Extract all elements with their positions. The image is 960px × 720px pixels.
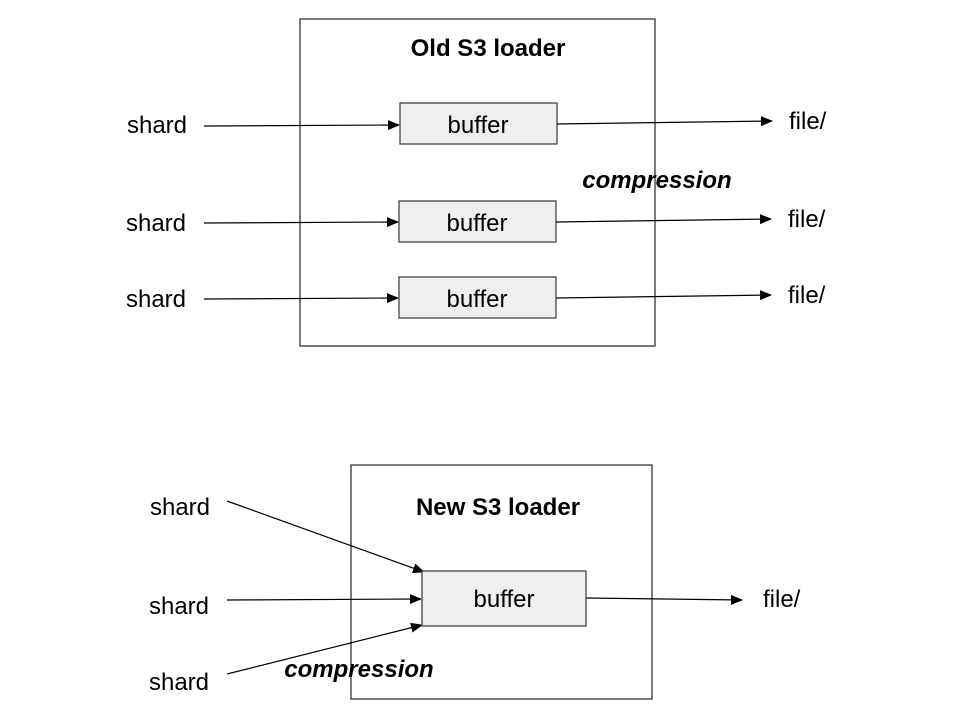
new-shard-label-2: shard: [149, 593, 209, 620]
old-file-label-1: file/: [789, 108, 827, 135]
old-file-label-3: file/: [788, 282, 826, 309]
old-compression-label: compression: [582, 167, 731, 194]
new-shard-label-1: shard: [150, 494, 210, 521]
new-buffer: [421, 570, 587, 627]
old-input-arrow-2: [203, 217, 399, 228]
new-buffer-label: buffer: [474, 586, 535, 613]
old-buffer-label-2: buffer: [447, 210, 508, 237]
old-output-arrow-1: [556, 116, 773, 127]
old-output-arrow-3: [555, 290, 772, 301]
old-loader-title: Old S3 loader: [411, 35, 566, 62]
old-output-arrow-2: [555, 214, 772, 225]
new-loader-group: New S3 loader shard shard shard buffer f…: [149, 464, 801, 700]
old-buffer-2: [398, 200, 557, 243]
old-buffer-label-3: buffer: [447, 286, 508, 313]
new-input-arrow-2: [226, 594, 422, 605]
old-buffer-label-1: buffer: [448, 112, 509, 139]
old-file-label-2: file/: [788, 206, 826, 233]
old-buffer-1: [399, 102, 558, 145]
old-input-arrow-3: [203, 293, 399, 304]
old-shard-label-3: shard: [126, 286, 186, 313]
new-file-label: file/: [763, 586, 801, 613]
new-shard-label-3: shard: [149, 669, 209, 696]
new-compression-label: compression: [284, 656, 433, 683]
new-output-arrow: [585, 594, 743, 605]
old-input-arrow-1: [203, 120, 400, 131]
new-input-arrow-1: [226, 500, 425, 573]
new-loader-title: New S3 loader: [416, 494, 580, 521]
new-input-arrow-3: [226, 622, 423, 675]
old-shard-label-1: shard: [127, 112, 187, 139]
old-loader-group: Old S3 loader shard buffer file/ compres…: [126, 18, 827, 347]
old-shard-label-2: shard: [126, 210, 186, 237]
